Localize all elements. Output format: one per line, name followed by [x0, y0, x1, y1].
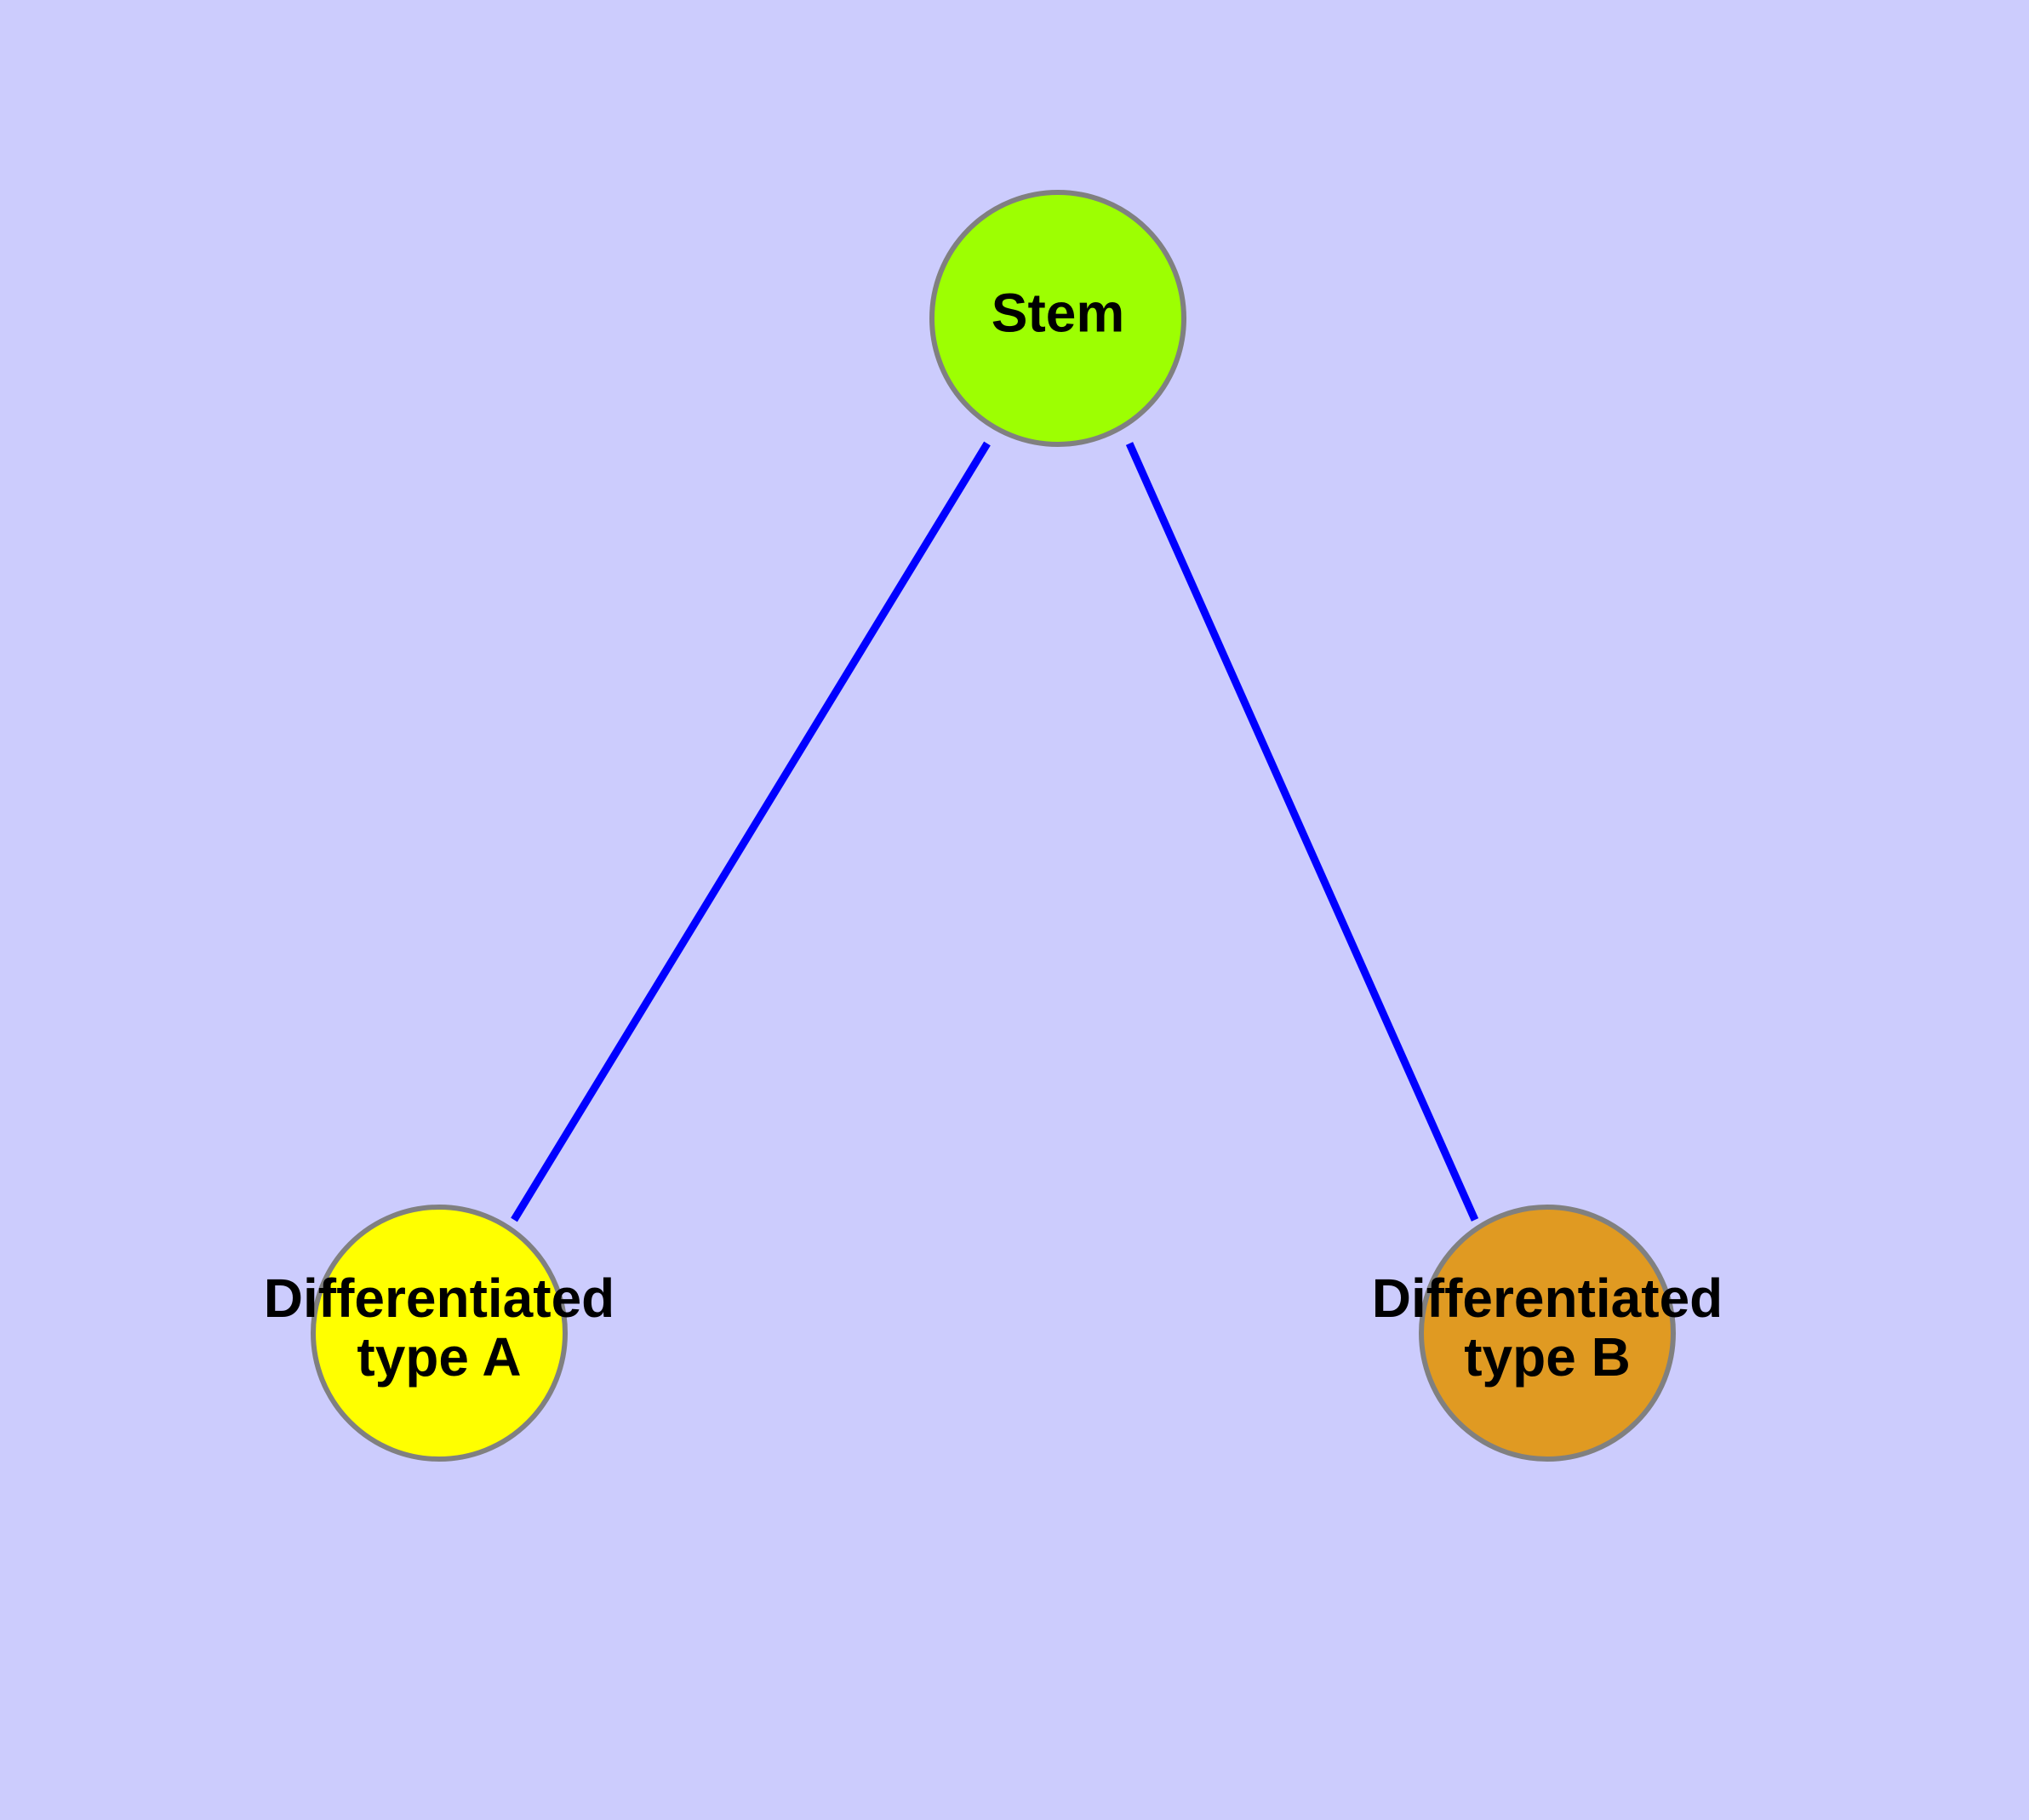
label-line: Stem [992, 282, 1125, 343]
graph-edge-stem-to-a[interactable] [511, 441, 991, 1222]
graph-node-diff_a[interactable] [311, 1205, 568, 1462]
graph-node-label-stem: Stem [992, 282, 1125, 343]
label-line: Differentiated [264, 1268, 615, 1329]
node-layer [311, 190, 1676, 1462]
edge-layer [511, 441, 1479, 1222]
graph-edge-stem-to-b[interactable] [1125, 442, 1479, 1222]
label-line: type B [1464, 1326, 1631, 1388]
label-line: type A [357, 1326, 521, 1388]
graph-node-stem[interactable] [929, 190, 1186, 447]
label-line: Differentiated [1372, 1268, 1723, 1329]
graph-node-diff_b[interactable] [1419, 1205, 1676, 1462]
